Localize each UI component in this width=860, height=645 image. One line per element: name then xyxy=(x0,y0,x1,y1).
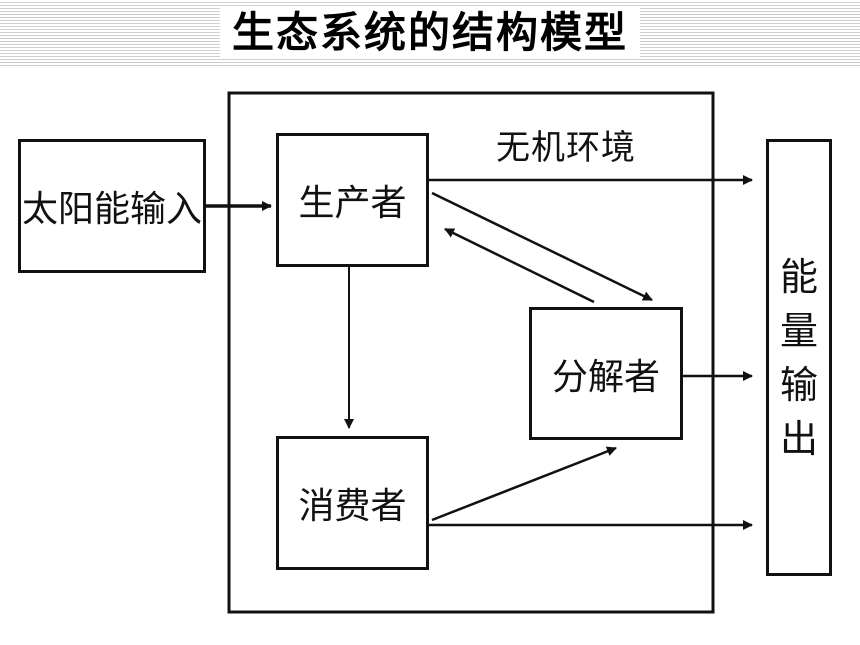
energy-output-char: 量 xyxy=(779,308,818,353)
page-title: 生态系统的结构模型 xyxy=(0,6,860,60)
page-title-text: 生态系统的结构模型 xyxy=(219,8,640,57)
arrow-producer-to-decomposer xyxy=(431,191,653,302)
environment-label: 无机环境 xyxy=(496,128,636,168)
solar-input-label: 太阳能输入 xyxy=(21,189,202,230)
solar-input-box: 太阳能输入 xyxy=(18,139,206,273)
consumer-label: 消费者 xyxy=(298,486,407,527)
decomposer-box: 分解者 xyxy=(529,307,683,440)
producer-label: 生产者 xyxy=(298,183,407,224)
arrow-consumer-to-decomposer xyxy=(431,446,617,522)
arrow-decomposer-to-producer xyxy=(444,227,595,304)
energy-output-box: 能 量 输 出 xyxy=(766,139,832,576)
producer-box: 生产者 xyxy=(276,133,429,267)
energy-output-char: 输 xyxy=(779,362,818,407)
energy-output-char: 能 xyxy=(779,254,818,299)
consumer-box: 消费者 xyxy=(276,436,429,570)
energy-output-char: 出 xyxy=(779,416,818,461)
environment-frame xyxy=(227,91,715,614)
decomposer-label: 分解者 xyxy=(551,356,660,398)
